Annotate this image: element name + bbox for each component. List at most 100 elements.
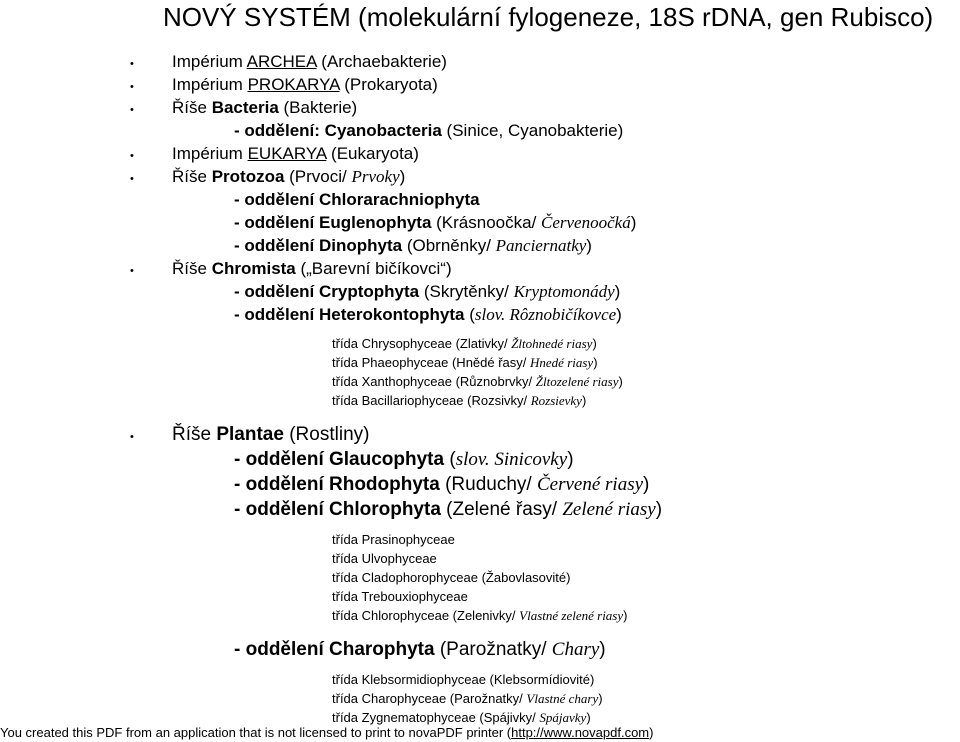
outline-item-text: třída Xanthophyceae (Různobrvky/ Žltozel… [332, 372, 623, 391]
text-run: Chromista [211, 259, 296, 278]
text-run: (Obrněnky/ [402, 236, 496, 255]
text-run: ) [567, 449, 574, 470]
text-run: ) [593, 355, 598, 370]
text-run: (Archaebakterie) [316, 52, 447, 71]
bullet-icon: • [130, 104, 134, 116]
text-run: Červenoočká [541, 213, 631, 232]
outline-item-text: třída Trebouxiophyceae [332, 587, 468, 606]
outline-item-class: třída Ulvophyceae [0, 549, 960, 568]
outline-item-text: Impérium PROKARYA (Prokaryota) [172, 73, 438, 96]
outline-item-text: - oddělení Euglenophyta (Krásnoočka/ Čer… [234, 211, 636, 234]
bullet-icon: • [130, 150, 134, 162]
outline-item-division: - oddělení Rhodophyta (Ruduchy/ Červené … [0, 472, 960, 497]
footer-link[interactable]: http://www.novapdf.com [511, 725, 650, 740]
bullet-icon: • [130, 58, 134, 70]
outline-item-class: třída Charophyceae (Parožnatky/ Vlastné … [0, 689, 960, 708]
text-run: (Skrytěnky/ [419, 282, 514, 301]
outline-item-class: třída Zygnematophyceae (Spájivky/ Spájav… [0, 708, 960, 727]
outline-item-text: Impérium ARCHEA (Archaebakterie) [172, 50, 447, 73]
text-run: třída Prasinophyceae [332, 532, 455, 547]
outline-item-class: třída Chrysophyceae (Zlativky/ Žltohnedé… [0, 334, 960, 353]
text-run: Vlastné chary [526, 691, 599, 706]
outline-item-division: - oddělení Chlorophyta (Zelené řasy/ Zel… [0, 497, 960, 522]
text-run: - oddělení Rhodophyta [234, 474, 440, 495]
text-run: třída Xanthophyceae (Různobrvky/ [332, 374, 536, 389]
bullet-icon: • [130, 265, 134, 277]
text-run: Chary [551, 639, 600, 660]
outline-item-text: třída Ulvophyceae [332, 549, 437, 568]
bullet-icon: • [130, 81, 134, 93]
text-run: - oddělení Glaucophyta [234, 449, 445, 470]
text-run: ) [599, 639, 606, 660]
text-run: - oddělení: Cyanobacteria [234, 121, 442, 140]
outline-item-text: třída Zygnematophyceae (Spájivky/ Spájav… [332, 708, 591, 727]
text-run: ) [616, 305, 622, 324]
text-run: (Bakterie) [278, 98, 358, 117]
text-run: - oddělení Cryptophyta [234, 282, 420, 301]
outline-item-class: třída Trebouxiophyceae [0, 587, 960, 606]
text-run: třída Cladophorophyceae (Žabovlasovité) [332, 570, 571, 585]
outline-item-division: - oddělení: Cyanobacteria (Sinice, Cyano… [0, 119, 960, 142]
outline-item-text: - oddělení Heterokontophyta (slov. Rôzno… [234, 303, 622, 326]
text-run: (Zelené řasy/ [440, 499, 563, 520]
text-run: slov. Sinicovky [455, 449, 568, 470]
outline-item-text: třída Cladophorophyceae (Žabovlasovité) [332, 568, 570, 587]
outline-item-text: - oddělení: Cyanobacteria (Sinice, Cyano… [234, 119, 623, 142]
outline-item-top: • Říše Chromista („Barevní bičíkovci“) [0, 257, 960, 280]
text-run: (Ruduchy/ [439, 474, 537, 495]
text-run: Červené riasy [536, 474, 644, 495]
outline-item-text: - oddělení Rhodophyta (Ruduchy/ Červené … [234, 472, 649, 497]
outline-item-text: - oddělení Glaucophyta (slov. Sinicovky) [234, 447, 574, 472]
text-run: ) [586, 236, 592, 255]
text-run: Zelené riasy [562, 499, 656, 520]
outline-item-text: třída Klebsormidiophyceae (Klebsormídiov… [332, 670, 594, 689]
text-run: Spájavky [539, 710, 587, 725]
text-run: třída Zygnematophyceae (Spájivky/ [332, 710, 540, 725]
pdf-watermark-footer: You created this PDF from an application… [0, 725, 653, 740]
outline-item-text: třída Charophyceae (Parožnatky/ Vlastné … [332, 689, 603, 708]
outline-item-text: Impérium EUKARYA (Eukaryota) [172, 142, 419, 165]
bullet-icon: • [130, 173, 134, 185]
outline-item-division: - oddělení Charophyta (Parožnatky/ Chary… [0, 637, 960, 662]
text-run: („Barevní bičíkovci“) [295, 259, 452, 278]
outline-item-division: - oddělení Euglenophyta (Krásnoočka/ Čer… [0, 211, 960, 234]
outline-item-text: Říše Chromista („Barevní bičíkovci“) [172, 257, 452, 280]
outline-item-top: • Říše Bacteria (Bakterie) [0, 96, 960, 119]
text-run: třída Ulvophyceae [332, 551, 437, 566]
text-run: ) [581, 393, 587, 408]
text-run: - oddělení Euglenophyta [234, 213, 432, 232]
outline-item-text: Říše Bacteria (Bakterie) [172, 96, 357, 119]
text-run: Říše [172, 98, 212, 117]
text-run: Rozsievky [530, 393, 582, 408]
footer-close: ) [649, 725, 654, 740]
text-run: - oddělení Heterokontophyta [234, 305, 465, 324]
outline-item-text: třída Chrysophyceae (Zlativky/ Žltohnedé… [332, 334, 597, 353]
text-run: třída Chlorophyceae (Zelenivky/ [332, 608, 520, 623]
outline-item-class: třída Phaeophyceae (Hnědé řasy/ Hnedé ri… [0, 353, 960, 372]
text-run: Impérium [172, 144, 248, 163]
outline-item-class: třída Chlorophyceae (Zelenivky/ Vlastné … [0, 606, 960, 625]
text-run: Hnedé riasy [530, 355, 594, 370]
text-run: (Parožnatky/ [434, 639, 552, 660]
outline-item-text: Říše Protozoa (Prvoci/ Prvoky) [172, 165, 405, 188]
bullet-icon: • [130, 431, 134, 443]
outline-item-text: - oddělení Chlorarachniophyta [234, 188, 480, 211]
text-run: ) [399, 167, 406, 186]
text-run: ( [444, 449, 456, 470]
taxonomy-outline: • Impérium ARCHEA (Archaebakterie) • Impéri… [0, 50, 960, 727]
text-run: (Rostliny) [283, 424, 370, 445]
text-run: Říše [172, 424, 217, 445]
text-run: - oddělení Chlorophyta [234, 499, 441, 520]
outline-item-division: - oddělení Heterokontophyta (slov. Rôzno… [0, 303, 960, 326]
text-run: ) [586, 710, 591, 725]
text-run: Říše [172, 167, 212, 186]
outline-item-text: třída Bacillariophyceae (Rozsivky/ Rozsi… [332, 391, 586, 410]
text-run: třída Chrysophyceae (Zlativky/ [332, 336, 512, 351]
outline-item-division: - oddělení Glaucophyta (slov. Sinicovky) [0, 447, 960, 472]
outline-item-division: - oddělení Chlorarachniophyta [0, 188, 960, 211]
text-run: ) [655, 499, 663, 520]
outline-item-division: - oddělení Dinophyta (Obrněnky/ Panciern… [0, 234, 960, 257]
text-run: Žltozelené riasy [535, 374, 619, 389]
text-run: Impérium [172, 52, 247, 71]
text-run: Impérium [172, 75, 248, 94]
